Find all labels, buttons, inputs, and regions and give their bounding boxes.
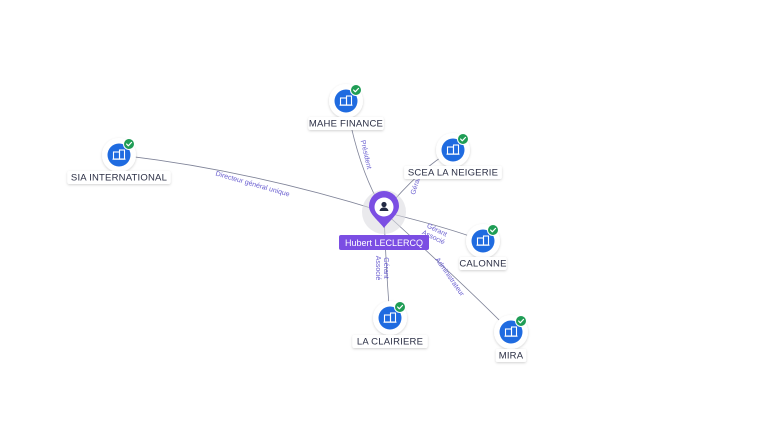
- company-name-scea-la-neigerie: SCEA LA NEIGERIE: [408, 168, 498, 179]
- building-glyph: [476, 235, 490, 246]
- company-label-box: [352, 335, 428, 348]
- verified-check-icon: [515, 315, 527, 327]
- building-glyph: [339, 95, 353, 106]
- company-node-mahe-finance[interactable]: MAHE FINANCE: [308, 84, 384, 130]
- company-node-sia-international[interactable]: SIA INTERNATIONAL: [67, 138, 171, 184]
- edge-role-label-sia-international: Directeur général unique: [215, 171, 291, 199]
- edge-role-label-mahe-finance: Président: [359, 139, 372, 169]
- center-person-node[interactable]: Hubert LECLERCQ: [339, 190, 429, 250]
- verified-check-icon: [487, 224, 499, 236]
- company-node-la-clairiere[interactable]: LA CLAIRIERE: [352, 301, 428, 348]
- center-person-name: Hubert LECLERCQ: [345, 238, 423, 248]
- building-glyph: [112, 149, 126, 160]
- building-glyph: [504, 326, 518, 337]
- center-label-box: [339, 235, 429, 250]
- company-label-box: [404, 166, 502, 179]
- edge-role-label-la-clairiere: Gérant: [382, 257, 389, 278]
- company-node-scea-la-neigerie[interactable]: SCEA LA NEIGERIE: [404, 133, 502, 179]
- edge-sia-international: [118, 154, 385, 213]
- verified-check-icon: [394, 301, 406, 313]
- company-label-box: [67, 171, 171, 184]
- building-glyph: [446, 144, 460, 155]
- building-glyph: [383, 312, 397, 323]
- company-label-box: [308, 117, 384, 130]
- verified-check-icon: [457, 133, 469, 145]
- verified-check-icon: [350, 84, 362, 96]
- company-name-la-clairiere: LA CLAIRIERE: [357, 337, 423, 348]
- edge-role-label-la-clairiere: Associé: [374, 256, 381, 281]
- company-name-sia-international: SIA INTERNATIONAL: [71, 173, 167, 184]
- company-name-mira: MIRA: [499, 351, 524, 362]
- company-label-box: [459, 257, 507, 270]
- company-node-mira[interactable]: MIRA: [494, 315, 528, 362]
- company-name-calonne: CALONNE: [459, 259, 506, 270]
- company-name-mahe-finance: MAHE FINANCE: [309, 119, 383, 130]
- company-label-box: [495, 349, 527, 362]
- verified-check-icon: [123, 138, 135, 150]
- company-node-calonne[interactable]: CALONNE: [459, 224, 507, 270]
